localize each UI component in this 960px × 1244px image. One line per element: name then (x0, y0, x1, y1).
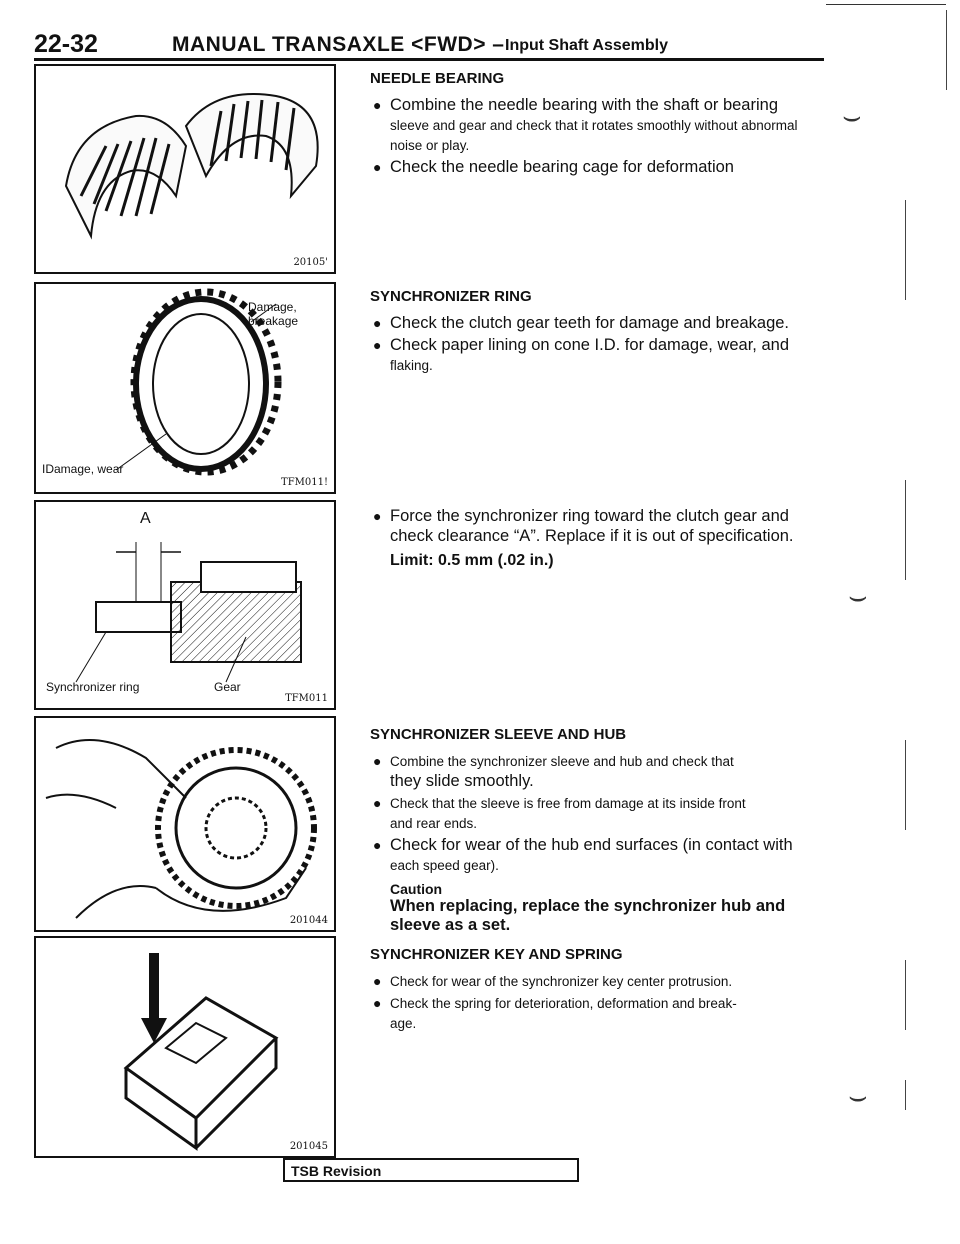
bullet-item: ● Check for wear of the synchronizer key… (373, 973, 733, 989)
section-heading: SYNCHRONIZER KEY AND SPRING (370, 946, 623, 963)
sync-ring-illustration (115, 288, 282, 476)
binder-line (946, 10, 947, 90)
figure-caption: 20105' (293, 257, 328, 268)
header-rule (34, 58, 824, 61)
tsb-revision-box: TSB Revision (283, 1158, 579, 1182)
bullet-item: ● Force the synchronizer ring toward the… (373, 507, 794, 545)
page-subtitle: Input Shaft Assembly (505, 37, 668, 54)
binder-hook-mark: ⌣ (848, 580, 868, 613)
clearance-illustration (75, 542, 302, 683)
clearance-limit: Limit: 0.5 mm (.02 in.) (390, 552, 554, 569)
bullet-item: ● Combine the synchronizer sleeve and hu… (373, 753, 734, 790)
bullet-item: ● Check for wear of the hub end surfaces… (373, 836, 793, 873)
section-heading: SYNCHRONIZER RING (370, 288, 532, 305)
binder-hook-mark: ⌣ (842, 100, 862, 133)
top-rule (826, 4, 946, 5)
bullet-item: ● Check the clutch gear teeth for damage… (373, 314, 790, 332)
figure-sleeve-hub: 201044 (34, 716, 336, 932)
figure-sync-ring: Damage, breakage IDamage, wear TFM011! (34, 282, 336, 494)
bullet-item: ● Check the needle bearing cage for defo… (373, 158, 734, 176)
figure-caption: 201045 (289, 1141, 328, 1152)
page-number: 22-32 (34, 30, 98, 58)
binder-line (905, 480, 906, 580)
sleeve-hub-illustration (45, 739, 317, 919)
section-sync-ring: SYNCHRONIZER RING ● Check the clutch gea… (370, 288, 830, 377)
label-damage-wear: IDamage, wear (42, 462, 124, 476)
bullet-item: ● Combine the needle bearing with the sh… (373, 96, 798, 153)
binder-line (905, 200, 906, 300)
label-clearance-a: A (140, 510, 151, 527)
section-heading: NEEDLE BEARING (370, 70, 505, 87)
caution-label: Caution (390, 881, 443, 897)
binder-line (905, 740, 906, 830)
label-damage-breakage: Damage, breakage (248, 300, 299, 328)
binder-line (905, 960, 906, 1030)
label-synchronizer-ring: Synchronizer ring (46, 680, 140, 694)
section-needle-bearing: NEEDLE BEARING ● Combine the needle bear… (370, 70, 830, 179)
section-heading: SYNCHRONIZER SLEEVE AND HUB (370, 726, 627, 743)
section-key-spring: SYNCHRONIZER KEY AND SPRING ● Check for … (370, 946, 830, 1035)
binder-hook-mark: ⌣ (848, 1080, 868, 1113)
binder-line (905, 1080, 906, 1110)
sync-key-illustration (123, 953, 279, 1151)
bullet-item: ● Check the spring for deterioration, de… (373, 995, 737, 1031)
bullet-item: ● Check that the sleeve is free from dam… (373, 795, 746, 831)
page-title: MANUAL TRANSAXLE <FWD> – (172, 33, 505, 56)
label-gear: Gear (214, 680, 241, 694)
bullet-item: ● Check paper lining on cone I.D. for da… (373, 336, 789, 373)
figure-caption: TFM011! (281, 477, 328, 488)
figure-needle-bearing: 20105' (34, 64, 336, 274)
figure-clearance: A Synchronizer ring Gear TFM011 (34, 500, 336, 710)
section-sleeve-hub: SYNCHRONIZER SLEEVE AND HUB ● Combine th… (370, 726, 830, 935)
needle-bearing-illustration (64, 93, 319, 240)
section-clearance: ● Force the synchronizer ring toward the… (370, 506, 830, 570)
figure-caption: TFM011 (285, 693, 328, 704)
figure-sync-key: 201045 (34, 936, 336, 1158)
caution-text: When replacing, replace the synchronizer… (390, 897, 786, 934)
figure-caption: 201044 (289, 915, 328, 926)
